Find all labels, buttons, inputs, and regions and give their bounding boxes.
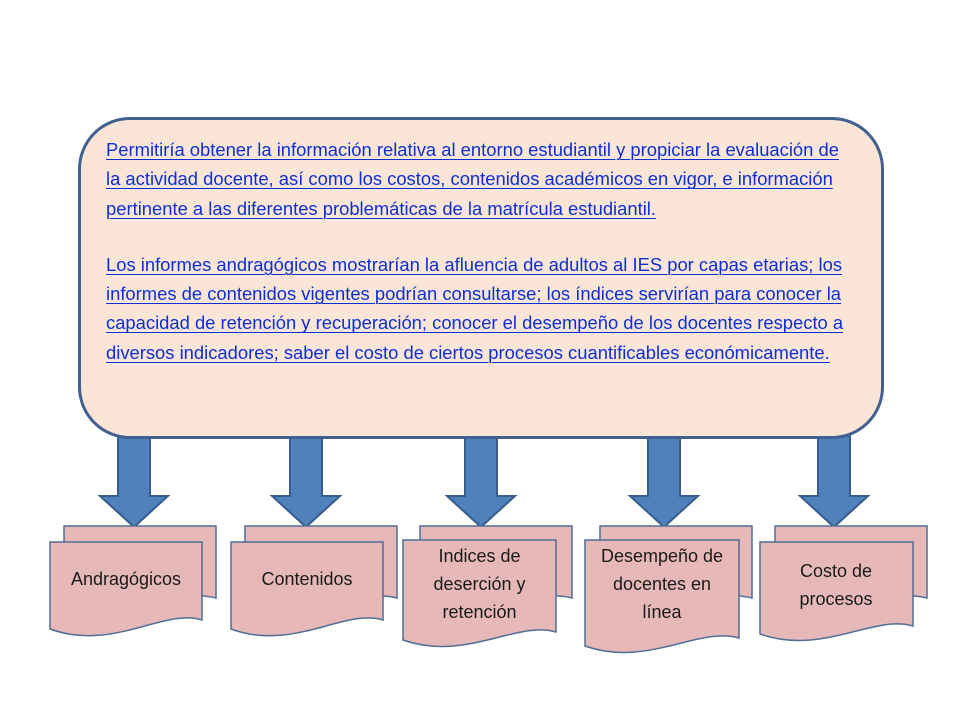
document-indices — [402, 525, 573, 648]
document-label-desempeno: Desempeño de docentes en línea — [600, 546, 724, 622]
document-front-sheet — [230, 541, 384, 637]
down-arrow-5 — [797, 435, 871, 529]
down-arrow-1 — [97, 435, 171, 529]
document-desempeno — [584, 525, 753, 654]
document-contenidos — [230, 525, 398, 637]
document-label-andragogicos: Andragógicos — [70, 569, 182, 589]
document-front-sheet — [402, 539, 557, 648]
document-costo — [759, 525, 928, 642]
document-front-sheet — [584, 539, 740, 654]
document-front-sheet — [759, 541, 914, 642]
document-label-costo: Costo de procesos — [799, 561, 873, 609]
down-arrow-4 — [627, 435, 701, 529]
description-paragraph-2[interactable]: Los informes andragógicos mostrarían la … — [106, 253, 844, 363]
document-front-sheet — [49, 541, 203, 637]
document-andragogicos — [49, 525, 217, 637]
document-label-contenidos: Contenidos — [261, 569, 353, 589]
down-arrow-3 — [444, 435, 518, 529]
description-paragraph-1[interactable]: Permitiría obtener la información relati… — [106, 139, 839, 219]
down-arrow-2 — [269, 435, 343, 529]
document-label-indices: Indices de deserción y retención — [433, 546, 526, 622]
description-callout: Permitiría obtener la información relati… — [78, 117, 884, 439]
